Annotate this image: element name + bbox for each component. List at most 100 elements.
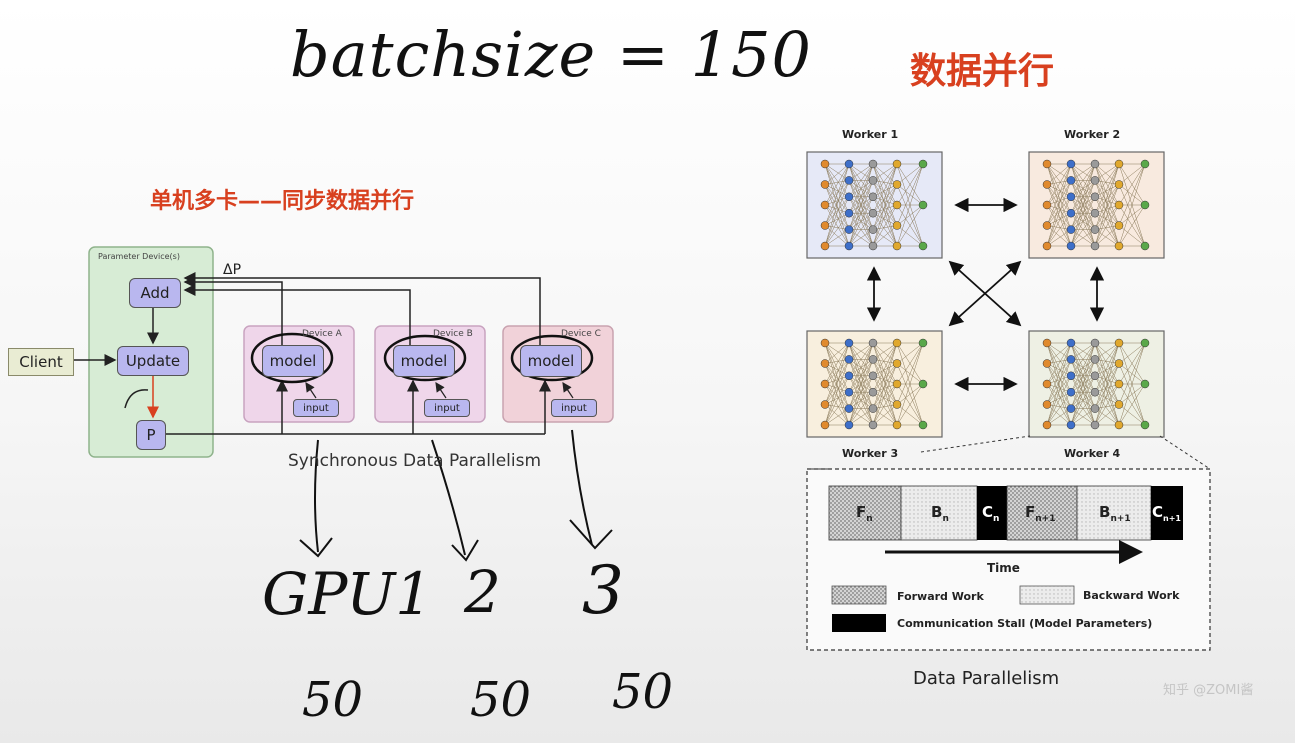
nn-edge	[1046, 408, 1072, 426]
nn-node	[1066, 404, 1076, 413]
nn-edge	[848, 359, 874, 426]
nn-edge	[824, 383, 850, 409]
nn-edge	[824, 342, 850, 364]
nn-edge	[896, 342, 924, 426]
nn-edge	[1094, 184, 1120, 230]
nn-node	[1090, 159, 1100, 169]
worker-1-label: Worker 1	[842, 128, 899, 141]
legend-backward-label: Backward Work	[1083, 589, 1180, 602]
nn-node	[1114, 180, 1124, 189]
nn-node	[1066, 241, 1076, 251]
nn-edge	[1118, 342, 1146, 385]
nn-edge	[1046, 359, 1072, 405]
device-c-input: input	[551, 399, 597, 417]
legend-comm-label: Communication Stall (Model Parameters)	[897, 617, 1153, 630]
nn-edge	[824, 204, 850, 247]
right-caption: Data Parallelism	[913, 668, 1060, 689]
nn-node	[868, 371, 878, 381]
nn-node	[868, 420, 878, 430]
nn-edge	[1094, 359, 1120, 385]
nn-node	[868, 387, 878, 397]
nn-node	[820, 241, 830, 251]
timeline-label-fn1: Fn+1	[1025, 503, 1056, 524]
timeline-label-bn: Bn	[931, 503, 949, 524]
nn-edge	[1094, 180, 1120, 226]
nn-edge	[1046, 163, 1072, 185]
nn-edge	[1118, 225, 1146, 247]
timeline-backward-n1	[1076, 485, 1152, 541]
nn-edge	[872, 359, 898, 385]
nn-edge	[872, 180, 898, 226]
device-a-model: model	[262, 345, 324, 377]
timeline-comm-n	[977, 486, 1007, 540]
nn-edge	[872, 363, 898, 409]
nn-edge	[1094, 363, 1120, 409]
nn-edge	[872, 204, 898, 230]
nn-edge	[1118, 383, 1146, 405]
nn-edge	[872, 383, 898, 409]
nn-edge	[848, 342, 874, 376]
nn-edge	[1094, 180, 1120, 206]
add-box: Add	[129, 278, 181, 308]
nn-node	[892, 159, 902, 169]
nn-node	[1114, 379, 1124, 389]
gpu3-handwritten: 3	[582, 552, 624, 629]
nn-edge	[1070, 342, 1096, 426]
nn-edge	[824, 184, 850, 230]
nn-edge	[1070, 163, 1096, 181]
nn-edge	[1118, 342, 1146, 405]
nn-edge	[872, 184, 898, 214]
nn-node	[1066, 420, 1076, 430]
nn-edge	[872, 404, 898, 426]
nn-edge	[896, 163, 924, 247]
nn-edge	[1046, 204, 1072, 247]
nn-edge	[824, 180, 850, 247]
nn-node	[820, 359, 830, 368]
nn-edge	[872, 375, 898, 405]
nn-edge	[1046, 180, 1072, 206]
nn-node	[918, 159, 928, 169]
nn-edge	[824, 375, 850, 426]
nn-node	[1114, 420, 1124, 430]
nn-node	[868, 225, 878, 234]
nn-node	[1140, 420, 1150, 430]
nn-edge	[1094, 163, 1120, 181]
nn-node	[892, 221, 902, 230]
nn-node	[1114, 338, 1124, 348]
nn-edge	[1046, 184, 1072, 198]
nn-edge	[1070, 342, 1096, 409]
nn-node	[820, 221, 830, 230]
nn-edge	[1046, 163, 1072, 247]
nn-node	[1114, 241, 1124, 251]
nn-edge	[1094, 375, 1120, 405]
nn-node	[820, 379, 830, 389]
nn-edge	[848, 196, 874, 247]
nn-edge	[824, 196, 850, 226]
nn-edge	[1046, 363, 1072, 426]
nn-node	[844, 404, 854, 413]
nn-node	[868, 241, 878, 251]
nn-node	[868, 338, 878, 348]
nn-edge	[1046, 180, 1072, 247]
nn-node	[868, 355, 878, 364]
nn-edge	[824, 163, 850, 185]
nn-edge	[896, 342, 924, 385]
nn-edge	[1046, 225, 1072, 247]
nn-edge	[1094, 196, 1120, 226]
nn-edge	[896, 225, 924, 247]
nn-edge	[872, 163, 898, 247]
neural-net-3	[820, 338, 928, 430]
nn-edge	[824, 163, 850, 206]
nn-edge	[848, 375, 874, 426]
worker-3-label: Worker 3	[842, 447, 899, 460]
nn-edge	[872, 184, 898, 230]
nn-edge	[1046, 363, 1072, 409]
neural-net-2	[1042, 159, 1150, 251]
nn-node	[1042, 200, 1052, 210]
nn-edge	[824, 342, 850, 426]
device-c-label: Device C	[561, 329, 601, 339]
nn-edge	[1046, 363, 1072, 377]
gpu2-handwritten: 2	[464, 558, 501, 626]
nn-node	[1114, 359, 1124, 368]
nn-node	[1042, 221, 1052, 230]
